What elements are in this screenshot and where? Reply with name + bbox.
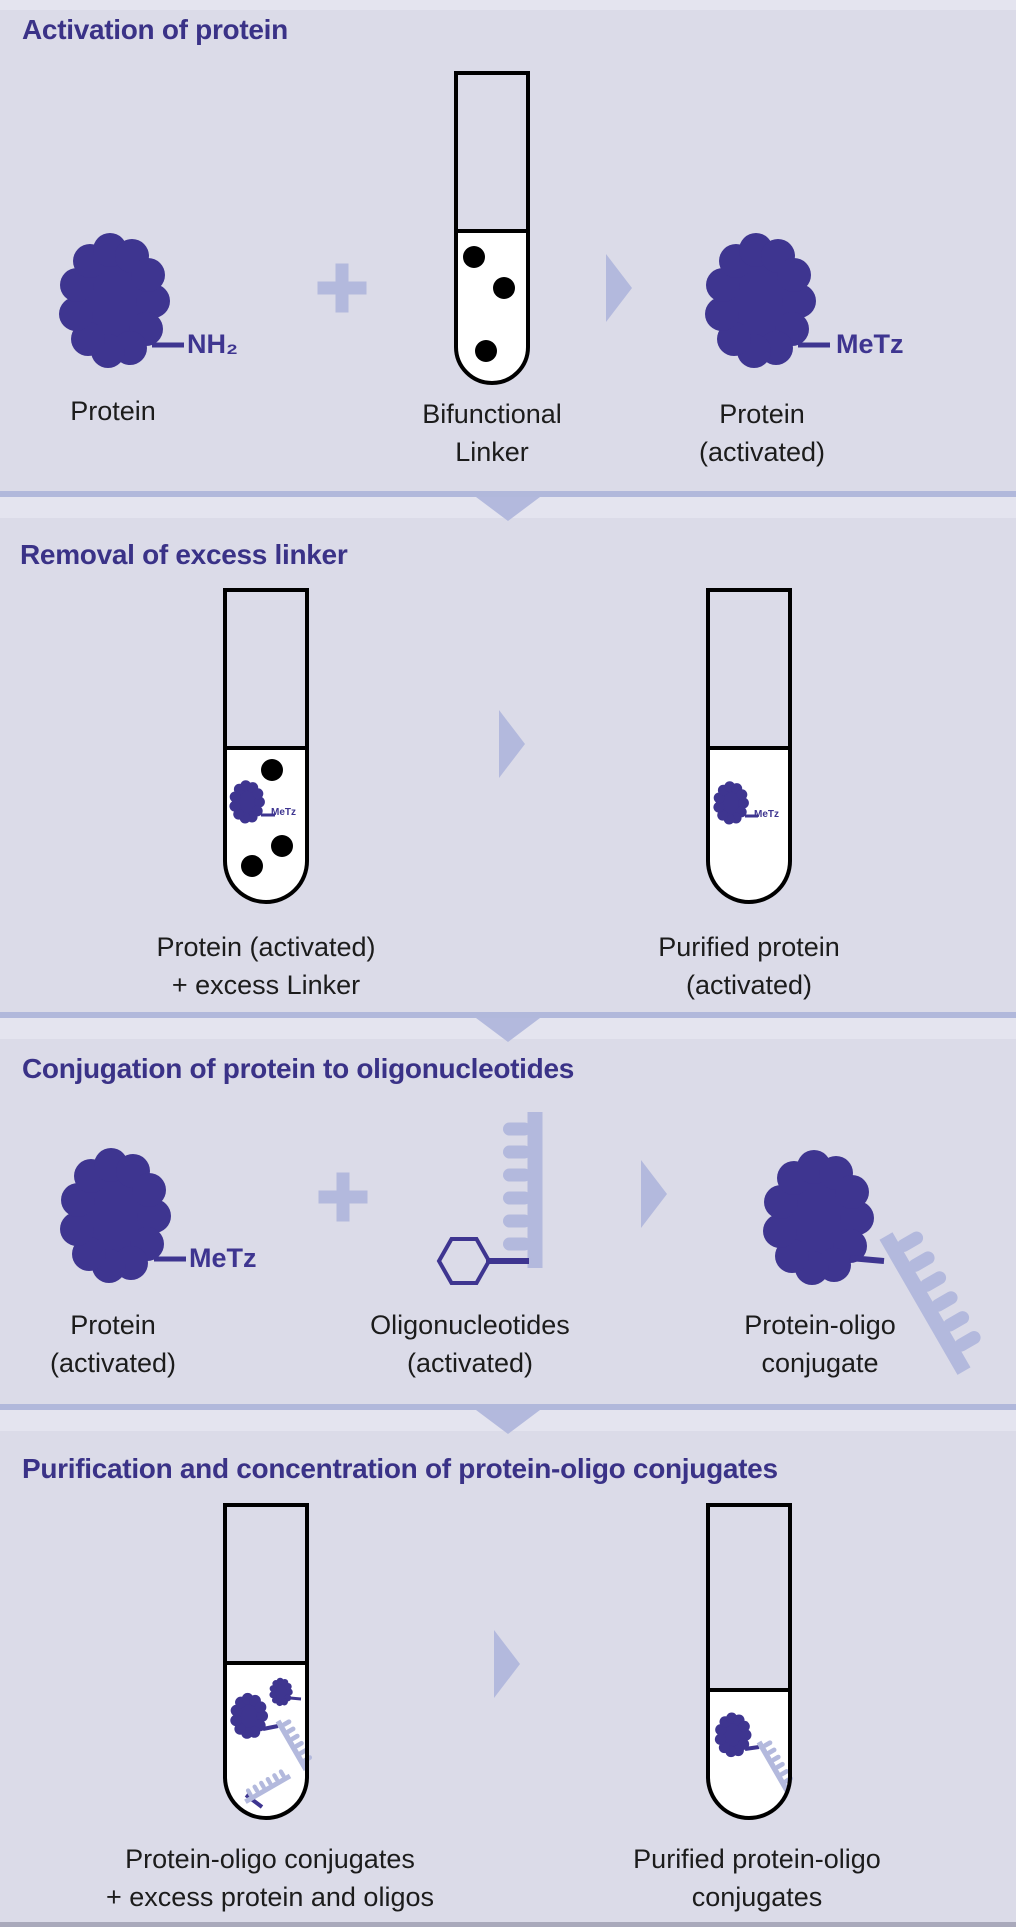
tube-liquid (225, 1663, 307, 1818)
linker-dot-icon (271, 835, 293, 857)
plus-icon (317, 263, 367, 313)
tube-liquid (708, 1690, 790, 1818)
conjugate-connector (744, 1745, 760, 1751)
tube-outline (223, 1503, 309, 1820)
figure-label: Protein (70, 396, 156, 426)
figure-label: Protein-oligo conjugates + excess protei… (106, 1844, 434, 1912)
footer-bar (0, 1922, 1016, 1927)
oligo-anchor-connector (244, 1793, 264, 1809)
section-divider (0, 491, 1016, 497)
test-tube-icon (223, 1503, 317, 1820)
arrow-down-icon (476, 1410, 540, 1434)
section-divider (0, 1012, 1016, 1018)
protein-blob-icon (705, 233, 816, 368)
linker-dot-icon (261, 759, 283, 781)
tube-outline (223, 588, 309, 904)
figure-label: Protein (activated) + excess Linker (156, 932, 376, 1000)
figure-label: Purified protein-oligo conjugates (633, 1844, 881, 1912)
protein-tag: MeTz (189, 1243, 257, 1273)
figure-label: Protein-oligo conjugate (744, 1310, 896, 1378)
arrow-down-icon (476, 497, 540, 521)
linker-dot-icon (241, 855, 263, 877)
section-title: Purification and concentration of protei… (22, 1453, 778, 1484)
protein-tag: NH₂ (187, 329, 238, 359)
hexagon-anchor-icon (436, 1237, 492, 1285)
arrow-right-icon (606, 254, 632, 322)
protein-tag: MeTz (836, 329, 904, 359)
protein-blob-icon (59, 233, 170, 368)
oligo-comb-icon (503, 1112, 543, 1268)
protein-blob-icon (763, 1150, 874, 1285)
section-title: Conjugation of protein to oligonucleotid… (22, 1053, 575, 1084)
arrow-right-icon (499, 710, 525, 778)
section-title: Activation of protein (22, 14, 288, 45)
tube-outline (454, 71, 530, 385)
section-divider (0, 1404, 1016, 1410)
protein-tag-connector (289, 1696, 302, 1701)
tube-outline (706, 588, 792, 904)
protein-blob-icon (60, 1148, 171, 1283)
figure-label: Purified protein (activated) (658, 932, 840, 1000)
plus-icon (318, 1172, 368, 1222)
tube-protein-tag: MeTz (271, 807, 296, 818)
arrow-right-icon (494, 1630, 520, 1698)
conjugate-connector (262, 1724, 279, 1731)
test-tube-icon (454, 71, 530, 385)
protein-oligo-conjugate-icon (763, 1150, 992, 1375)
test-tube-icon (223, 588, 309, 904)
tube-protein-tag: MeTz (754, 809, 779, 820)
section-title: Removal of excess linker (20, 539, 348, 570)
figure-label: Oligonucleotides (activated) (370, 1310, 570, 1378)
tube-liquid (708, 748, 790, 902)
conjugate-connector (849, 1255, 885, 1264)
tube-liquid (456, 231, 528, 383)
test-tube-icon (706, 588, 792, 904)
test-tube-icon (706, 1503, 798, 1820)
arrow-down-icon (476, 1018, 540, 1042)
linker-dot-icon (463, 246, 485, 268)
linker-dot-icon (493, 277, 515, 299)
linker-dot-icon (475, 340, 497, 362)
arrow-right-icon (641, 1160, 667, 1228)
tube-outline (706, 1503, 792, 1820)
figure-label: Bifunctional Linker (422, 399, 562, 467)
figure-label: Protein (activated) (698, 399, 826, 467)
figure-label: Protein (activated) (49, 1310, 177, 1378)
top-highlight-strip (0, 0, 1016, 10)
